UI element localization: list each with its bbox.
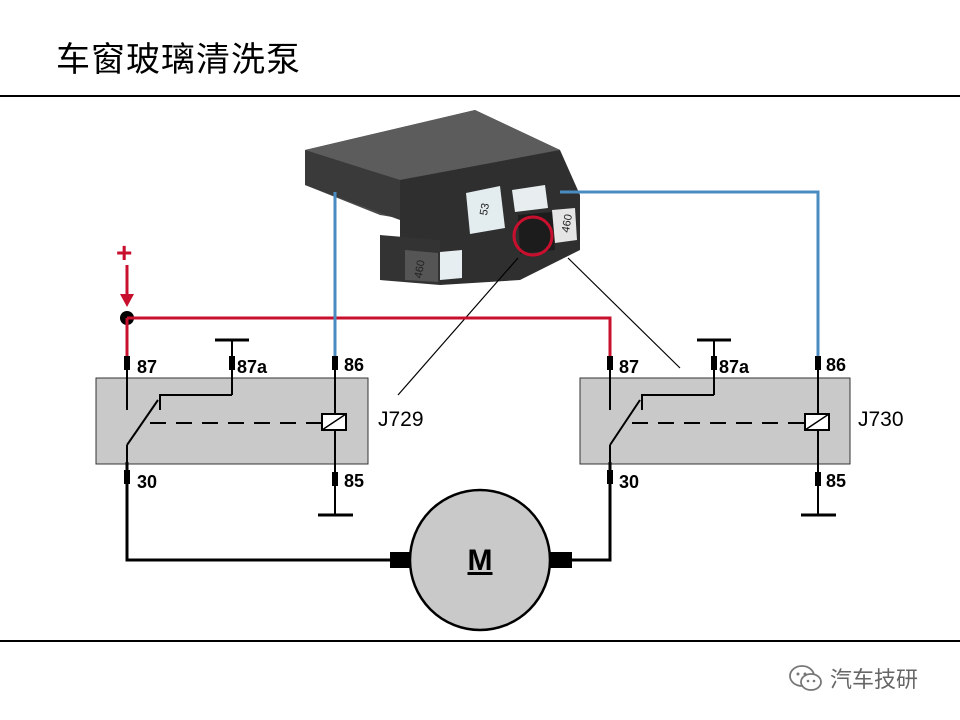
relay-j730: 87 87a 86 30 85 J730 <box>579 338 904 517</box>
positive-wire-to-j730 <box>127 316 612 362</box>
j729-pin-85: 85 <box>344 471 364 491</box>
wire-j730-30-to-motor <box>572 462 612 562</box>
bottom-divider <box>0 640 960 642</box>
j729-pin-30: 30 <box>137 472 157 492</box>
pointer-line-j730 <box>567 257 681 369</box>
wechat-icon <box>789 665 822 691</box>
relay-j729: 87 87a 86 30 85 J729 <box>95 338 424 517</box>
wire-j729-30-to-motor <box>125 462 392 562</box>
central-electrics-module: 460 53 460 <box>305 110 580 285</box>
j730-pin-87: 87 <box>619 357 639 377</box>
j729-pin-86: 86 <box>344 355 364 375</box>
j730-pin-30: 30 <box>619 472 639 492</box>
washer-pump-motor <box>408 488 552 632</box>
top-divider <box>0 95 960 97</box>
page-title: 车窗玻璃清洗泵 <box>56 40 301 80</box>
positive-terminal-symbol: + <box>116 237 132 268</box>
module-relay-number-left: 460 <box>413 259 428 279</box>
j730-pin-86: 86 <box>826 355 846 375</box>
j730-pin-87a: 87a <box>719 357 750 377</box>
relay-label-j729: J729 <box>378 408 424 431</box>
j729-pin-87a: 87a <box>237 357 268 377</box>
motor-label: M <box>468 544 493 577</box>
relay-label-j730: J730 <box>858 408 904 431</box>
watermark: 汽车技研 <box>788 662 918 694</box>
highlight-circle <box>512 215 554 257</box>
module-relay-number-mid: 53 <box>478 202 492 216</box>
positive-arrow-head <box>120 294 134 307</box>
pointer-line-j729 <box>397 257 519 396</box>
control-wire-j730 <box>560 190 820 362</box>
watermark-text: 汽车技研 <box>830 668 919 693</box>
j729-pin-87: 87 <box>137 357 157 377</box>
motor-terminal-left <box>390 552 412 568</box>
j730-pin-85: 85 <box>826 471 846 491</box>
motor-terminal-right <box>550 552 572 568</box>
module-relay-number-right: 460 <box>560 213 575 233</box>
